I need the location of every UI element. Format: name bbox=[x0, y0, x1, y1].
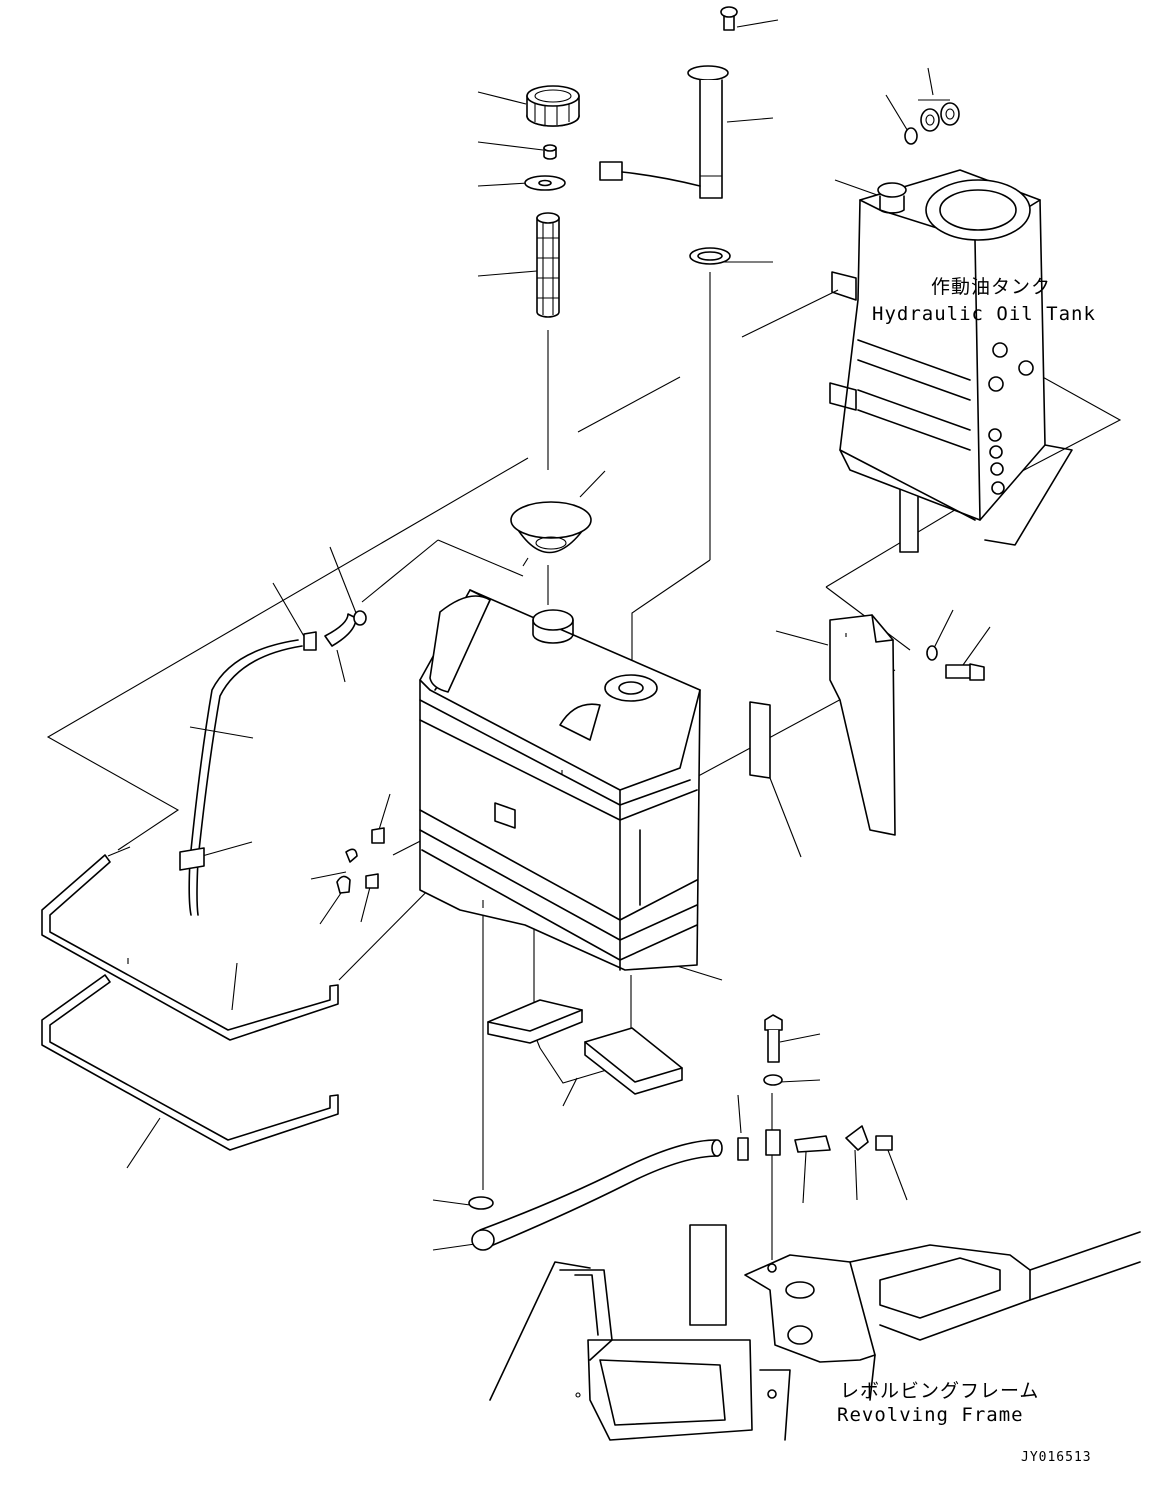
fuel-level-sensor bbox=[599, 6, 738, 199]
filler-funnel bbox=[510, 501, 592, 567]
strainer bbox=[536, 212, 560, 318]
bracket-bolt bbox=[945, 663, 985, 681]
tank-bracket bbox=[829, 614, 896, 836]
rubber-pad-side bbox=[749, 701, 771, 779]
revolving-frame-label-jp: レボルビングフレーム bbox=[840, 1380, 1039, 1402]
bracket-washer bbox=[926, 645, 938, 661]
fuel-tank bbox=[419, 589, 701, 971]
drain-washer bbox=[763, 1074, 783, 1086]
breather-hose bbox=[179, 639, 303, 916]
tank-strap-lower bbox=[41, 974, 339, 1151]
hydraulic-tank-label-jp: 作動油タンク bbox=[931, 276, 1051, 298]
hose-clip-small bbox=[303, 631, 317, 651]
cap-plug bbox=[543, 144, 557, 160]
tank-strap-upper bbox=[41, 846, 339, 1041]
hose-elbow bbox=[324, 613, 357, 647]
hydraulic-tank-label-en: Hydraulic Oil Tank bbox=[872, 303, 1096, 325]
fuel-cap bbox=[526, 85, 580, 127]
rubber-pad-bottom bbox=[487, 999, 683, 1095]
revolving-frame: レボルビングフレーム Revolving Frame bbox=[489, 1224, 1141, 1441]
drawing-code: JY016513 bbox=[1021, 1450, 1092, 1465]
drain-bolt bbox=[764, 1014, 783, 1063]
clip-set-tank-side bbox=[336, 827, 385, 894]
revolving-frame-label-en: Revolving Frame bbox=[837, 1404, 1024, 1426]
drain-hose bbox=[468, 1139, 723, 1251]
hydraulic-oil-tank: 作動油タンク Hydraulic Oil Tank bbox=[829, 169, 1096, 553]
leader-lines bbox=[46, 19, 1122, 1260]
tank-washer bbox=[904, 127, 918, 145]
sensor-gasket bbox=[689, 247, 731, 265]
drain-valve-parts bbox=[737, 1125, 893, 1161]
tank-nuts bbox=[920, 102, 960, 132]
cap-washer bbox=[524, 175, 566, 191]
hose-clip-top bbox=[353, 610, 367, 626]
